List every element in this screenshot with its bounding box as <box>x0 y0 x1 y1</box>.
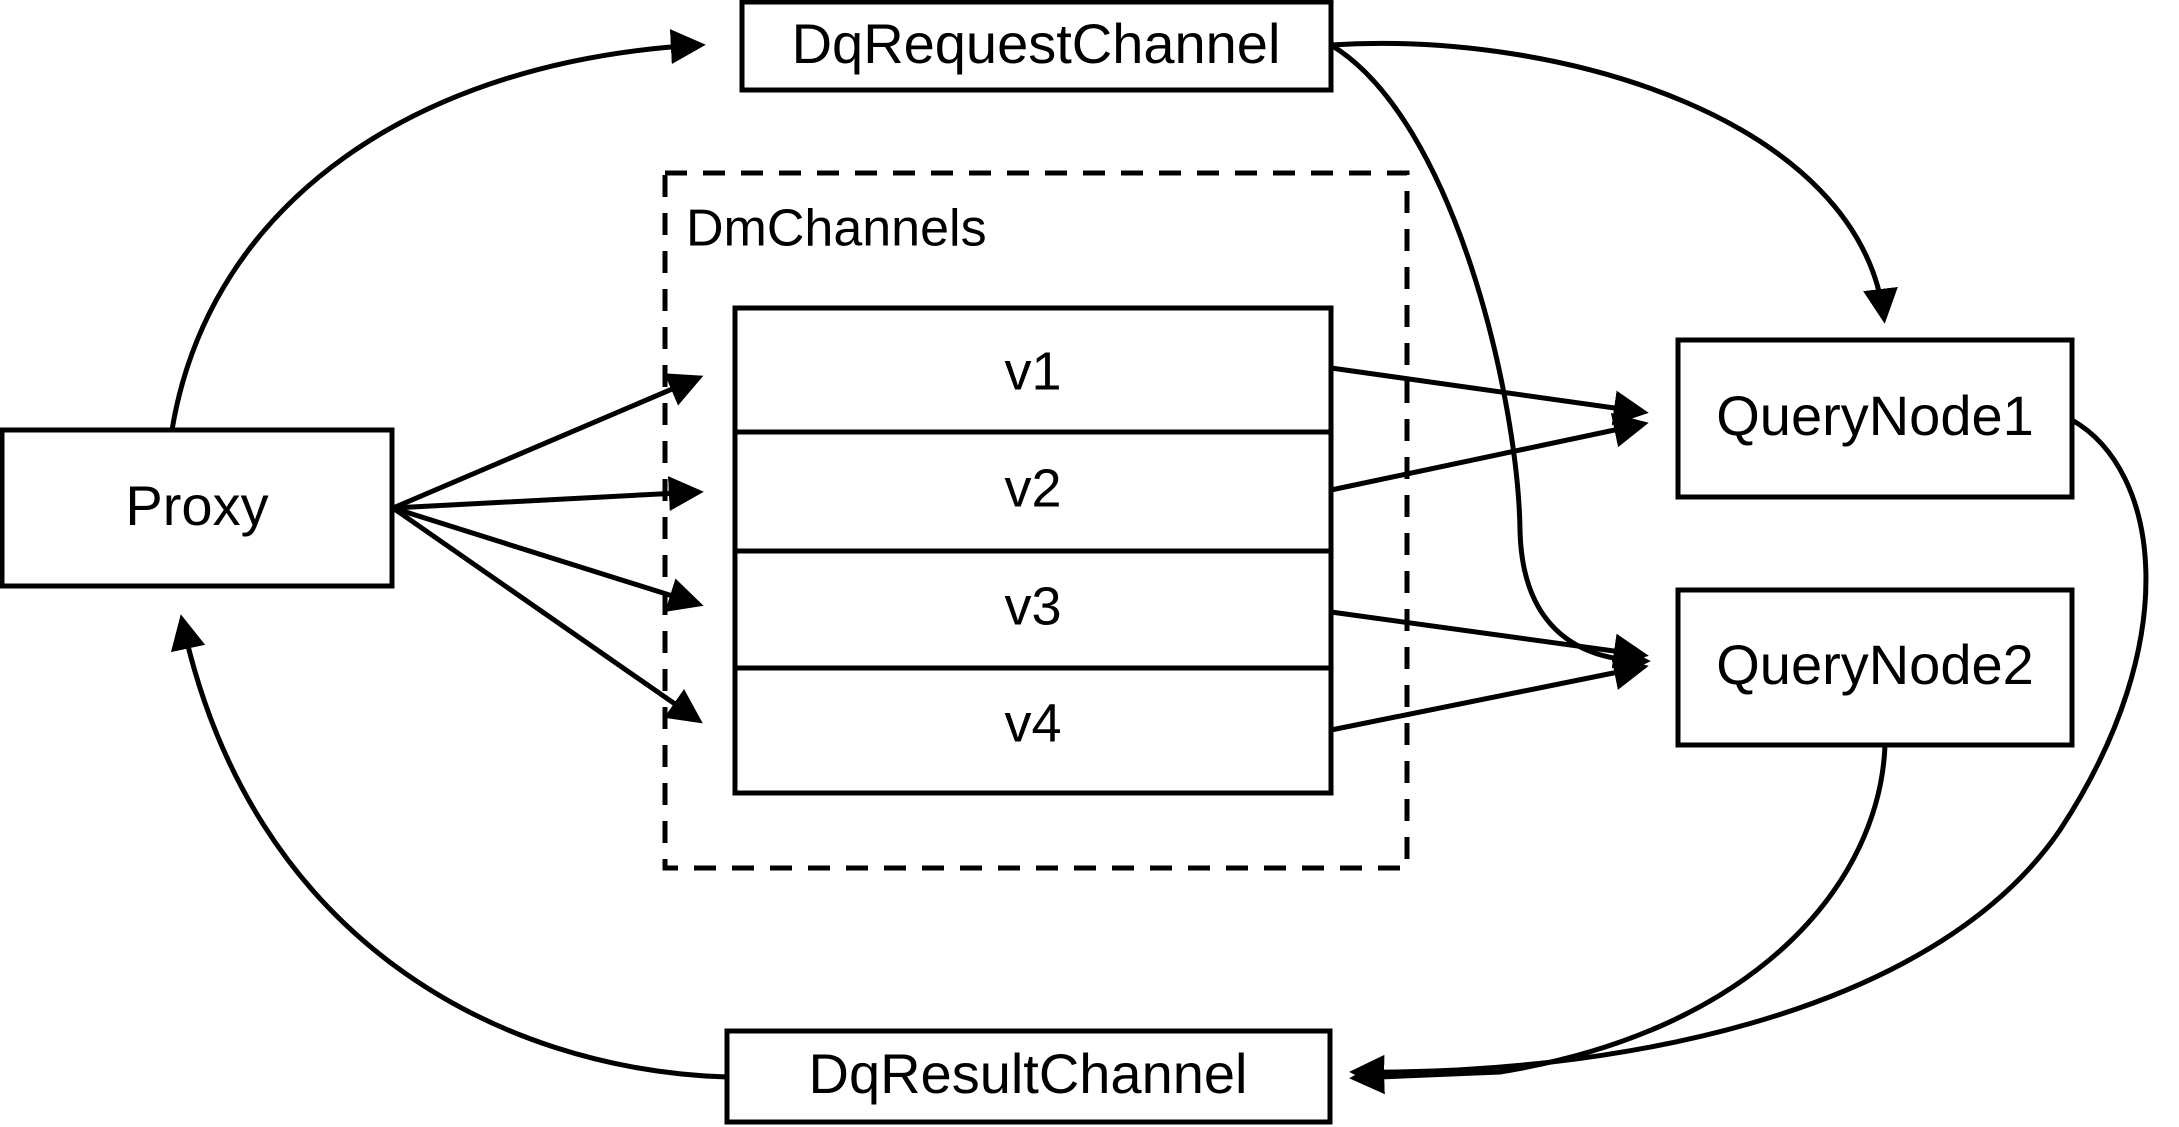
edge-proxy-to-v3 <box>392 505 704 612</box>
node-dq-request-channel-label: DqRequestChannel <box>792 12 1281 75</box>
shard-item-v1[interactable]: v1 <box>1004 341 1061 401</box>
node-query-node-1-box[interactable] <box>1675 337 2075 500</box>
dm-channels-group <box>662 170 1410 871</box>
edge-query-node-1-to-dq-result-channel <box>1349 417 2149 1090</box>
node-proxy-box[interactable] <box>0 427 395 589</box>
node-query-node-2-box[interactable] <box>1675 587 2075 748</box>
shard-item-v4[interactable]: v4 <box>1004 693 1061 753</box>
edge-v4-to-query-node-2 <box>1330 655 1649 733</box>
edge-v1-to-query-node-1 <box>1330 365 1649 426</box>
node-query-node-1-label: QueryNode1 <box>1716 384 2034 447</box>
edge-v3-to-query-node-2 <box>1330 609 1649 669</box>
edge-dq-result-channel-to-proxy <box>170 614 728 1080</box>
node-query-node-2-label: QueryNode2 <box>1716 633 2034 696</box>
edge-dq-request-channel-to-query-node-1 <box>1330 40 1898 324</box>
node-dq-result-channel-box[interactable] <box>724 1028 1333 1125</box>
shard-item-v3[interactable]: v3 <box>1004 576 1061 636</box>
shard-item-v2[interactable]: v2 <box>1004 458 1061 518</box>
edge-dq-request-channel-to-query-node-2 <box>1329 42 1651 679</box>
node-proxy-label: Proxy <box>125 474 268 537</box>
edge-proxy-to-dq-request-channel <box>169 29 706 431</box>
edge-proxy-to-v4 <box>391 505 703 724</box>
edge-v2-to-query-node-1 <box>1330 412 1649 493</box>
node-dq-result-channel-label: DqResultChannel <box>809 1042 1248 1105</box>
edge-proxy-to-v2 <box>392 476 704 512</box>
edge-query-node-2-to-dq-result-channel <box>1349 744 1888 1095</box>
dm-channels-label: DmChannels <box>686 200 987 258</box>
node-dq-request-channel-box[interactable] <box>739 0 1334 93</box>
edge-proxy-to-v1 <box>392 373 704 511</box>
